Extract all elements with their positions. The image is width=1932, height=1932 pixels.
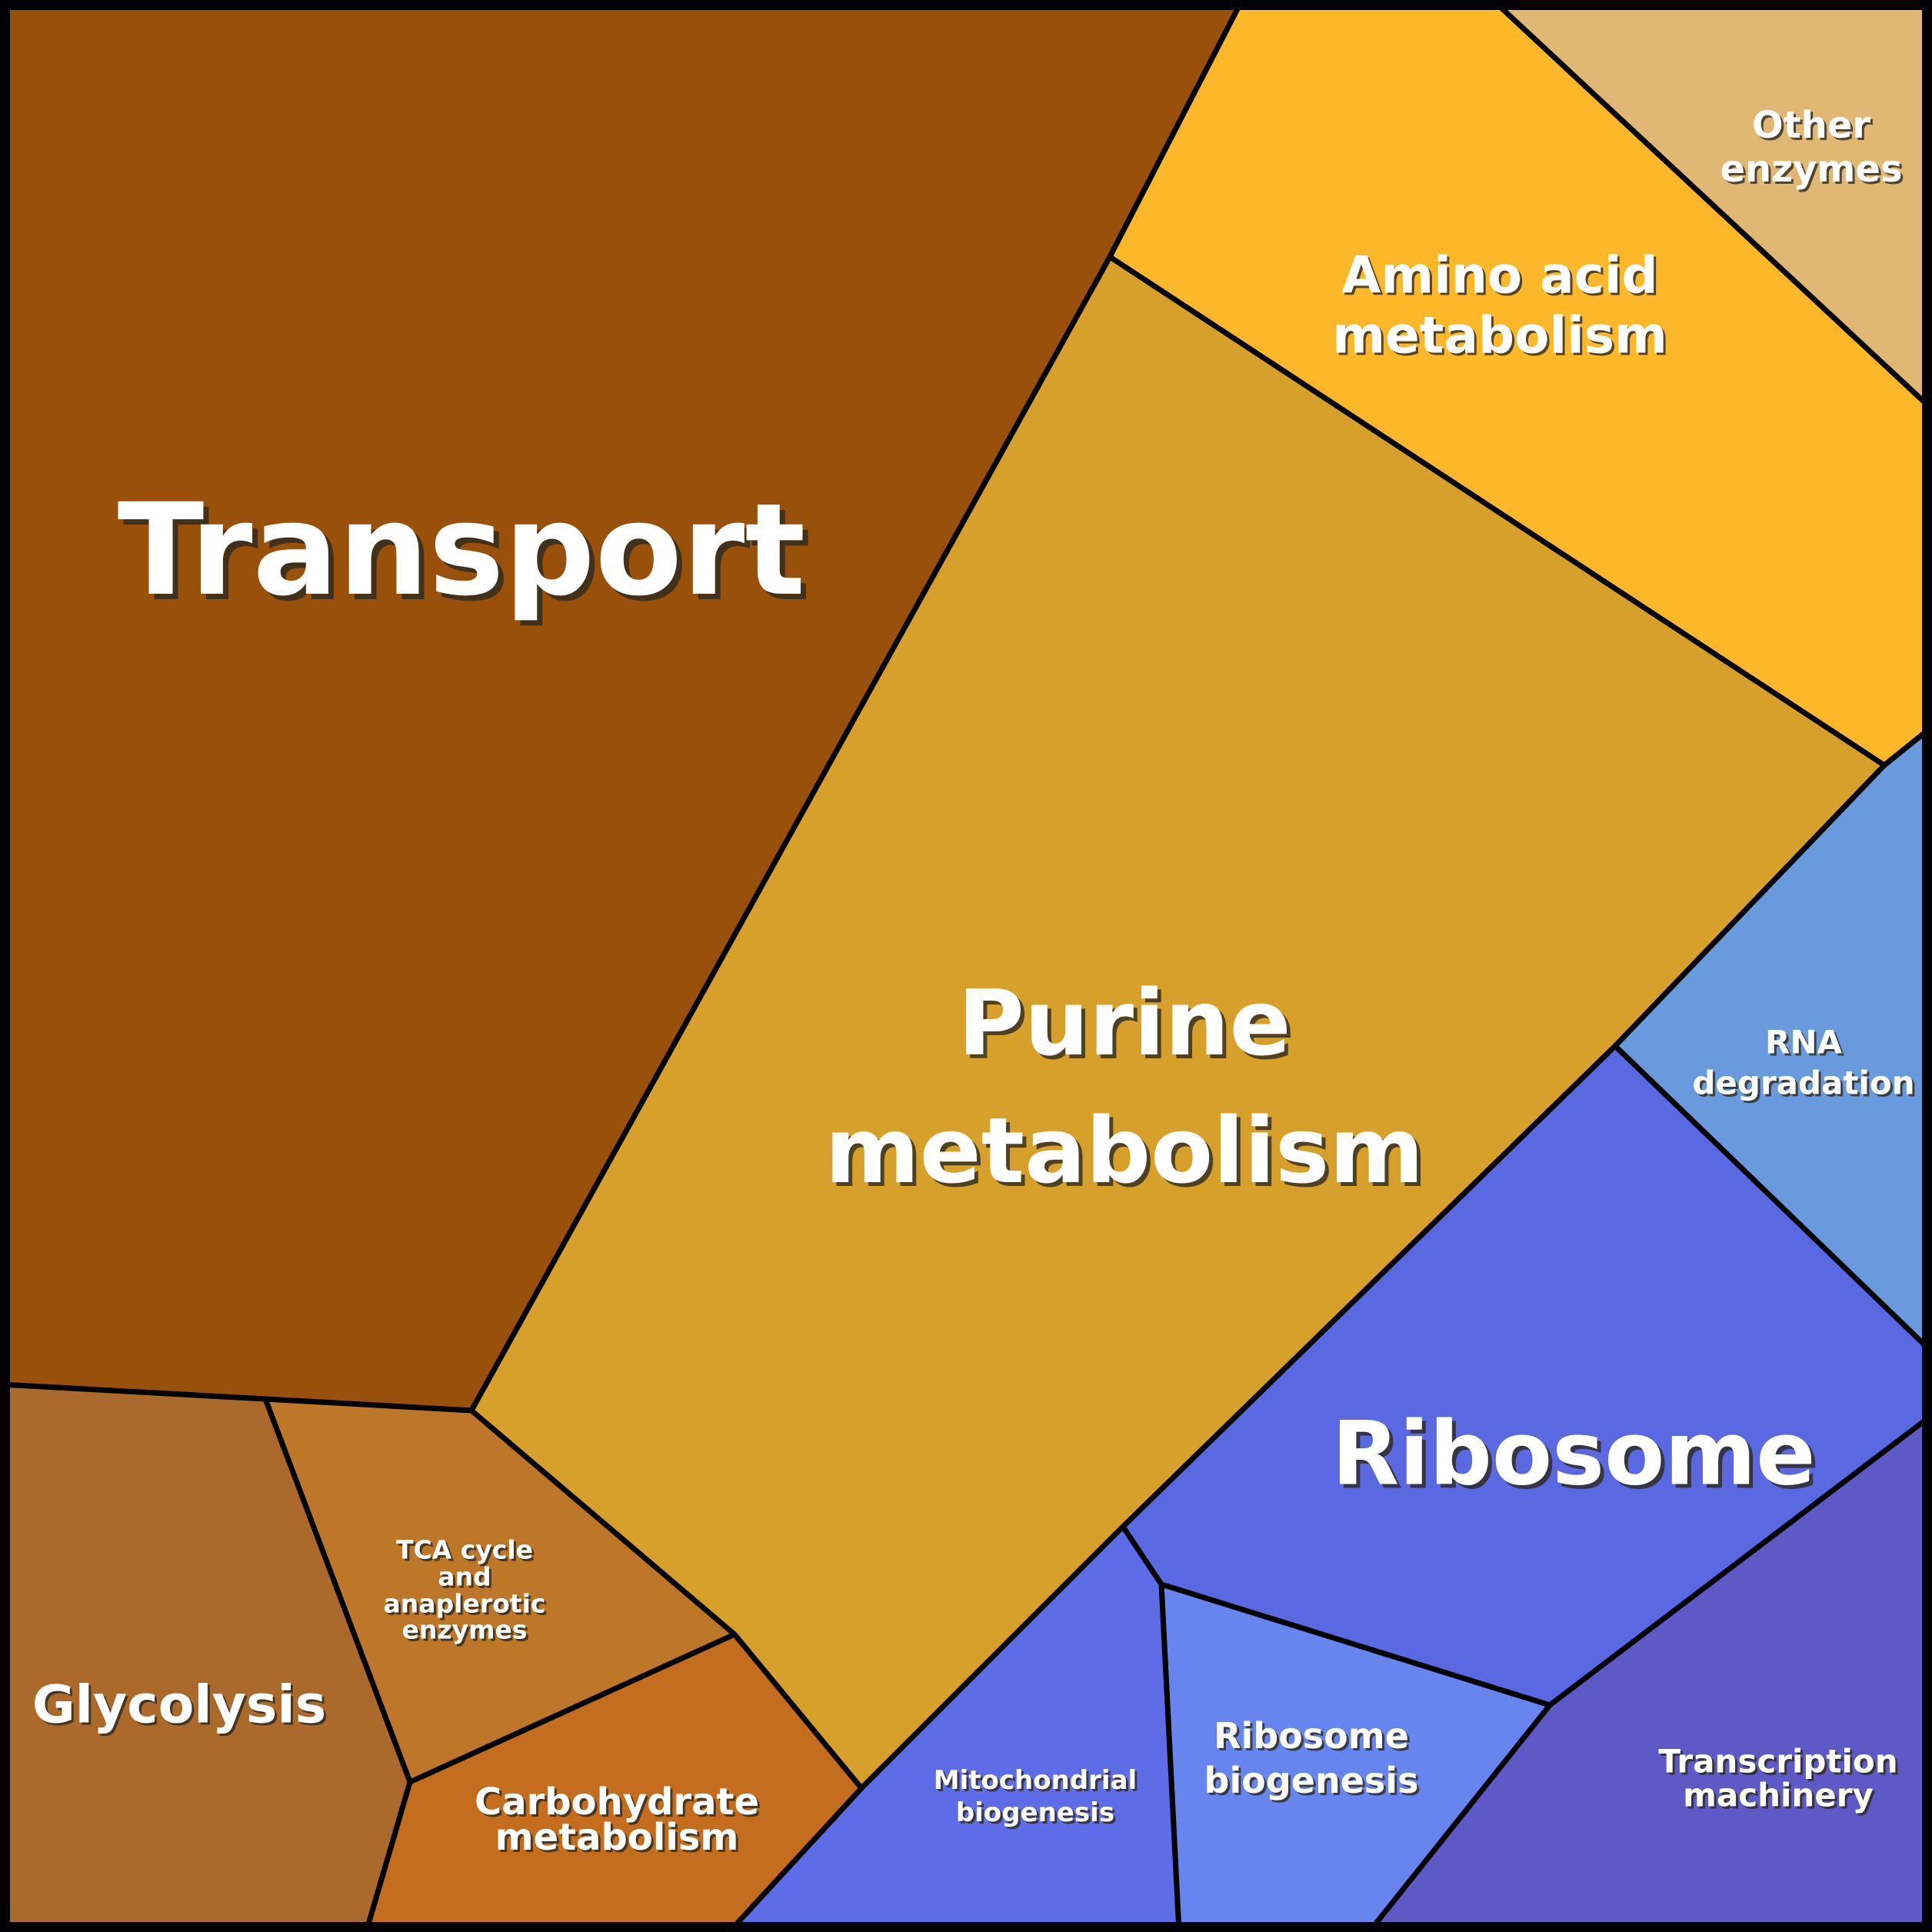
label-shadow-amino-acid-metabolism-line2: metabolism (1334, 308, 1670, 368)
cell-mitochondrial-biogenesis (726, 1524, 1182, 1932)
label-carbohydrate-metabolism-line1: Carbohydrate (475, 1780, 759, 1824)
label-purine-metabolism-line2: metabolism (825, 1098, 1424, 1204)
label-other-enzymes-line2: enzymes (1720, 148, 1902, 191)
label-transcription-machinery-line1: Transcription (1658, 1743, 1897, 1780)
label-other-enzymes-line1: Other (1752, 104, 1870, 147)
label-tca-cycle-line1: TCA cycle (396, 1535, 533, 1565)
label-tca-cycle-line2: and (438, 1562, 491, 1592)
label-shadow-carbohydrate-metabolism-line2: metabolism (498, 1818, 741, 1861)
label-shadow-transcription-machinery-line1: Transcription (1661, 1745, 1900, 1783)
label-mitochondrial-biogenesis-line1: Mitochondrial (934, 1765, 1137, 1796)
label-shadow-rna-degradation-line2: degradation (1694, 1067, 1917, 1104)
label-rna-degradation-line1: RNA (1765, 1024, 1842, 1061)
label-transcription-machinery-line2: machinery (1683, 1777, 1874, 1814)
label-shadow-transcription-machinery-line2: machinery (1685, 1779, 1876, 1817)
label-shadow-other-enzymes-line1: Other (1754, 106, 1873, 149)
label-carbohydrate-metabolism-line2: metabolism (495, 1816, 739, 1859)
cell-glycolysis (0, 1381, 413, 1932)
label-shadow-mitochondrial-biogenesis-line1: Mitochondrial (936, 1767, 1139, 1798)
label-shadow-tca-cycle-line3: anaplerotic (386, 1591, 548, 1621)
label-rna-degradation-line2: degradation (1692, 1064, 1914, 1102)
label-amino-acid-metabolism-line2: metabolism (1332, 306, 1667, 365)
label-transport-line1: Transport (118, 476, 806, 624)
label-shadow-rna-degradation-line1: RNA (1767, 1026, 1844, 1064)
label-tca-cycle-line4: enzymes (401, 1615, 527, 1645)
label-shadow-ribosome-line1: Ribosome (1335, 1407, 1819, 1509)
label-shadow-transport-line1: Transport (123, 481, 811, 629)
label-shadow-purine-metabolism-line2: metabolism (829, 1101, 1428, 1208)
label-ribosome-biogenesis-line1: Ribosome (1214, 1715, 1409, 1757)
label-shadow-tca-cycle-line1: TCA cycle (398, 1537, 535, 1567)
label-shadow-tca-cycle-line2: and (440, 1564, 493, 1594)
label-shadow-mitochondrial-biogenesis-line2: biogenesis (958, 1800, 1117, 1830)
label-shadow-carbohydrate-metabolism-line1: Carbohydrate (477, 1783, 761, 1826)
label-tca-cycle-line3: anaplerotic (384, 1589, 546, 1619)
cell-other-enzymes (1490, 0, 1932, 412)
label-ribosome-biogenesis-line2: biogenesis (1204, 1760, 1419, 1801)
label-shadow-ribosome-biogenesis-line2: biogenesis (1207, 1762, 1421, 1804)
label-shadow-glycolysis-line1: Glycolysis (35, 1677, 328, 1738)
label-shadow-tca-cycle-line4: enzymes (404, 1617, 529, 1647)
label-shadow-amino-acid-metabolism-line1: Amino acid (1344, 248, 1660, 308)
label-glycolysis-line1: Glycolysis (32, 1675, 326, 1736)
cell-rna-degradation (1612, 724, 1932, 1355)
label-ribosome-line1: Ribosome (1331, 1403, 1815, 1505)
label-mitochondrial-biogenesis-line2: biogenesis (956, 1797, 1114, 1828)
label-amino-acid-metabolism-line1: Amino acid (1341, 246, 1657, 305)
label-shadow-ribosome-biogenesis-line1: Ribosome (1216, 1717, 1411, 1759)
label-purine-metabolism-line1: Purine (958, 970, 1291, 1076)
label-shadow-other-enzymes-line2: enzymes (1722, 150, 1904, 193)
label-shadow-purine-metabolism-line1: Purine (961, 974, 1294, 1080)
